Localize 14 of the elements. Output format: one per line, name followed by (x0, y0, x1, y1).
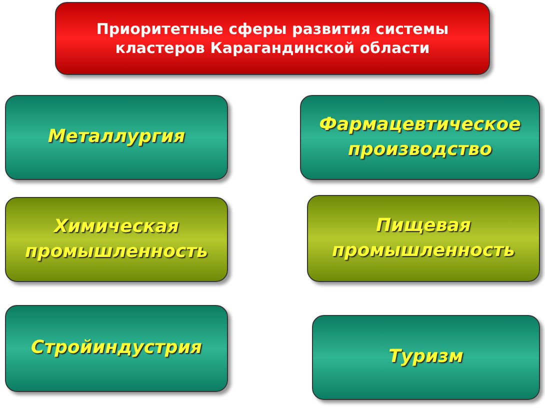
category-label: Пищевая промышленность (331, 214, 516, 262)
category-box (5, 197, 228, 282)
category-label: Фармацевтическое производство (318, 113, 522, 162)
category-box (5, 305, 228, 392)
category-label: Химическая промышленность (24, 215, 209, 264)
title-text: Приоритетные сферы развития системы кластеров Карагандинской области (95, 20, 450, 58)
category-box (307, 195, 540, 282)
category-label: Стройиндустрия (31, 336, 202, 360)
category-box (300, 95, 540, 180)
category-box (5, 95, 228, 180)
category-label: Туризм (388, 345, 464, 370)
category-label: Металлургия (48, 125, 186, 150)
title-box (55, 2, 490, 75)
category-box (312, 315, 540, 400)
